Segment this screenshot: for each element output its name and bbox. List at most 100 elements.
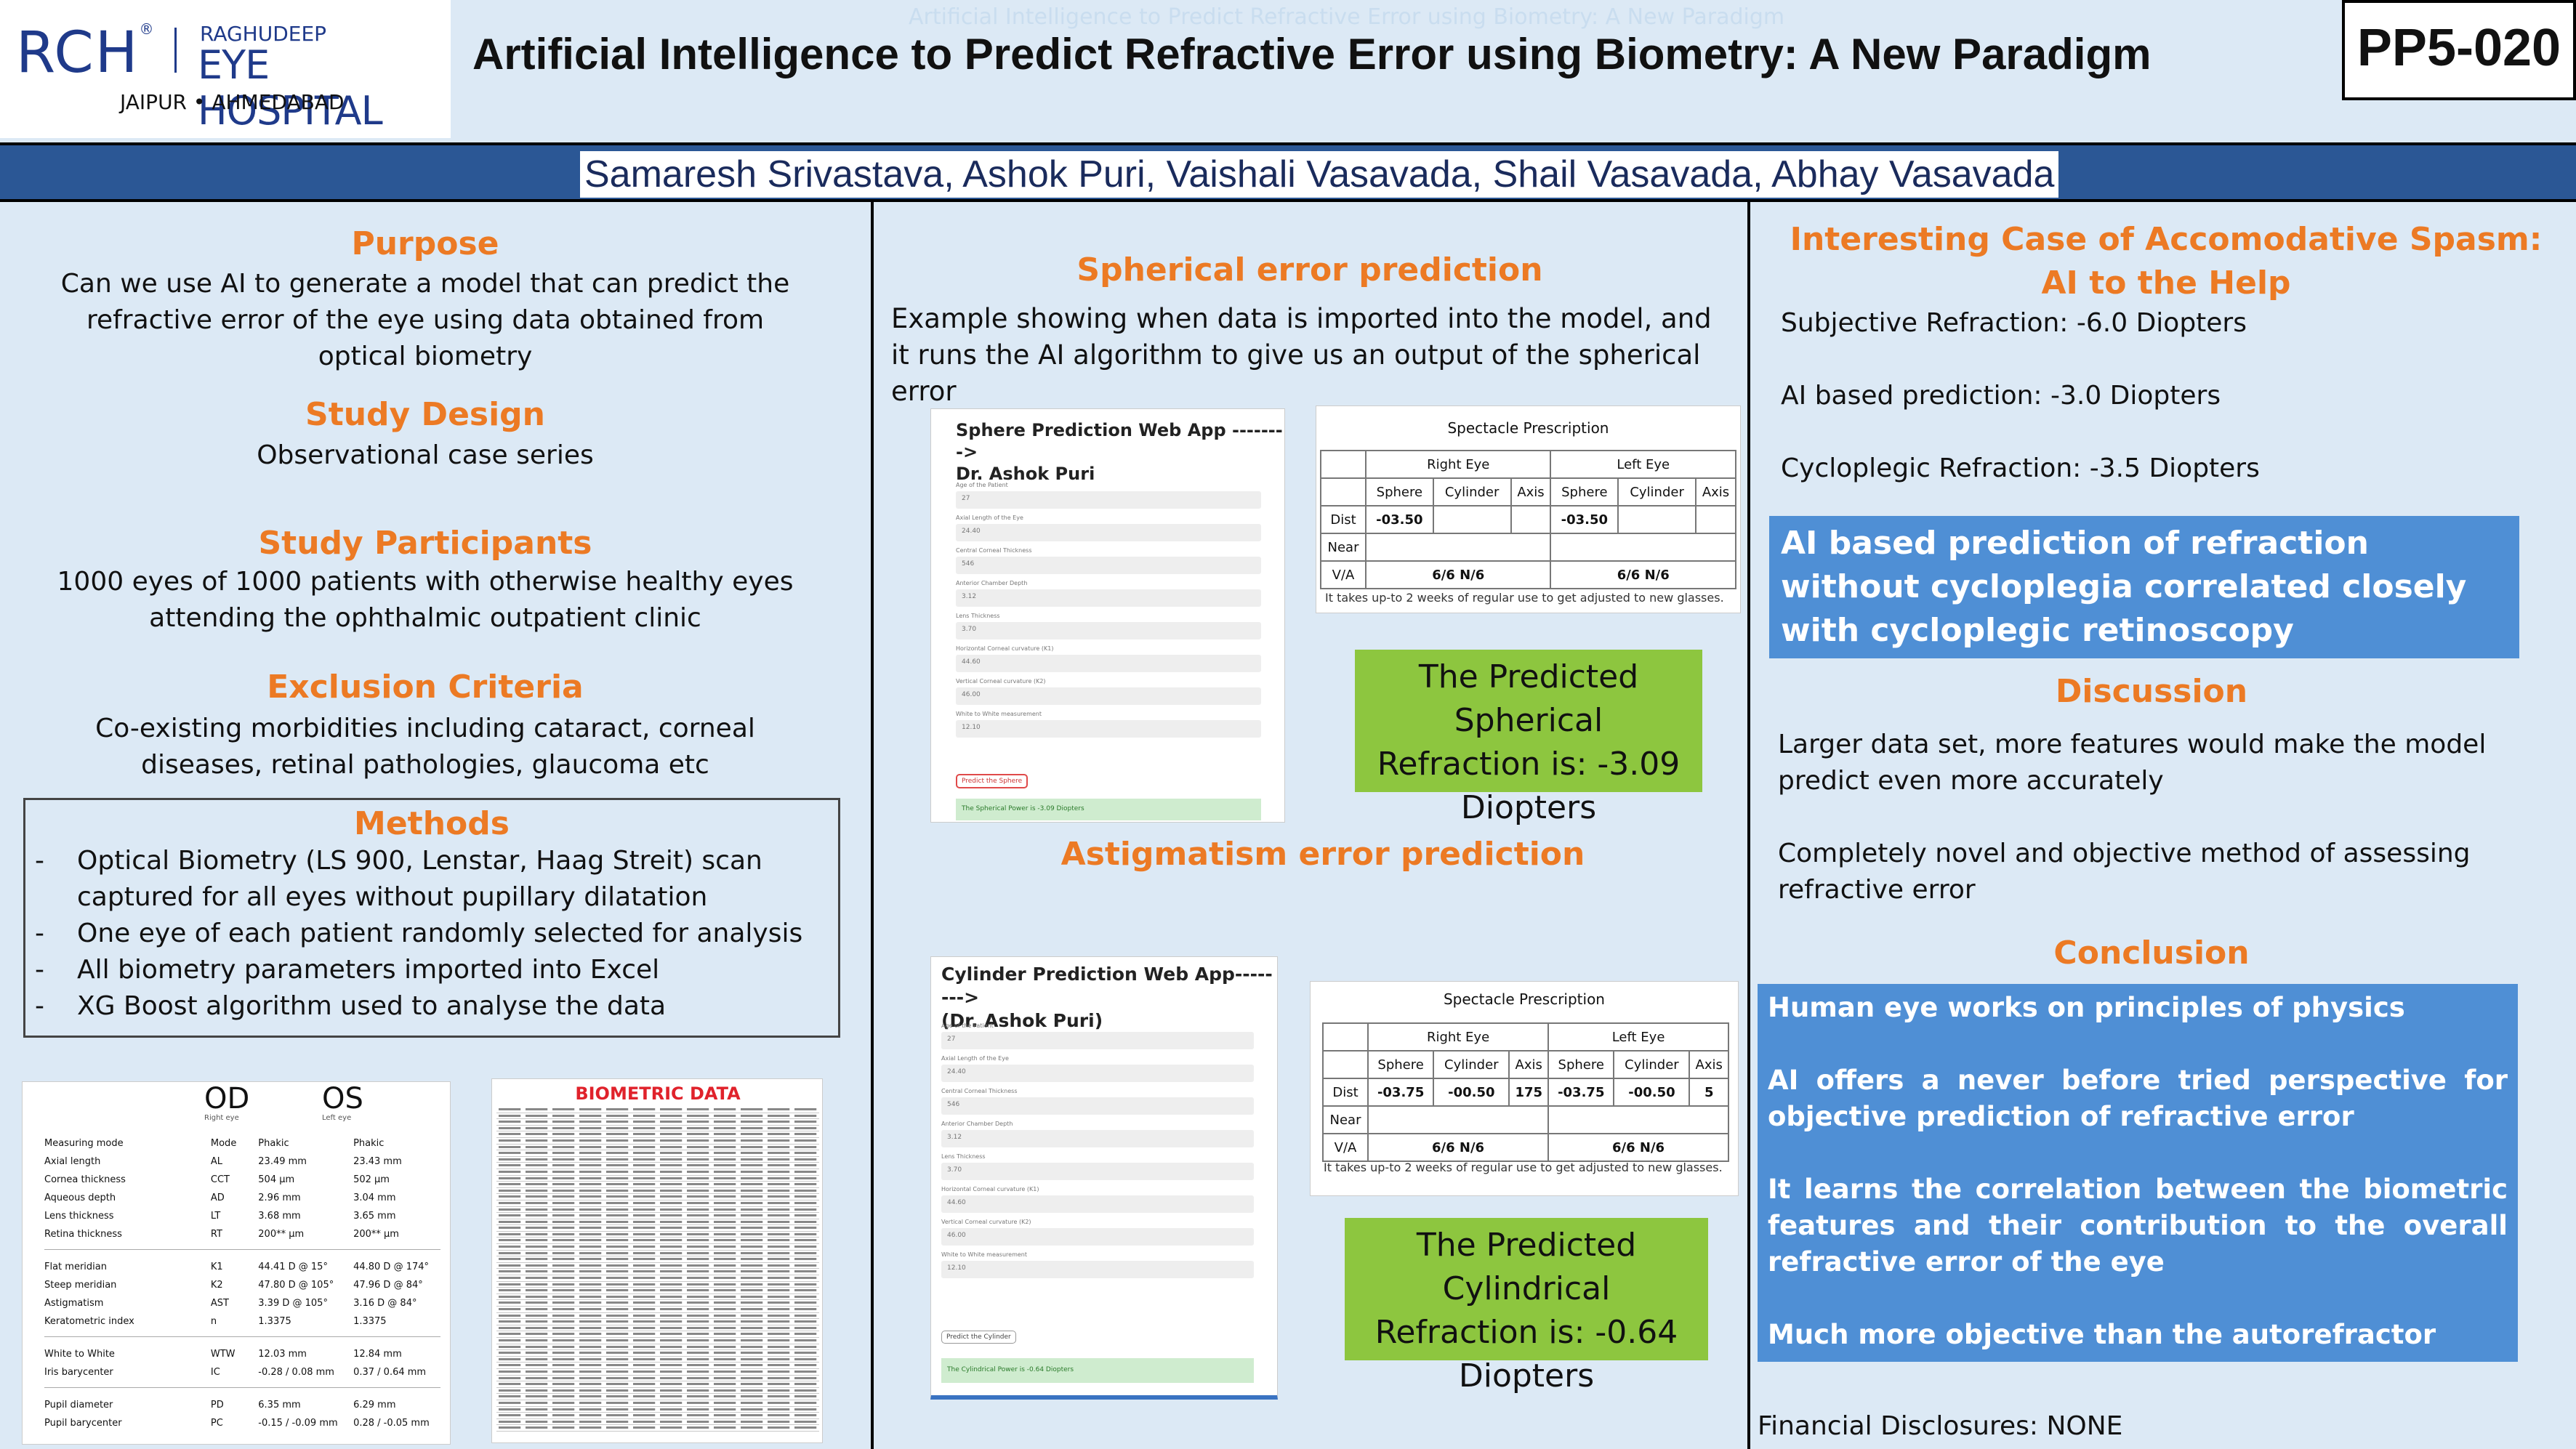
biometry-cell: 0.28 / -0.05 mm: [353, 1418, 430, 1429]
sheet-cell: [687, 1189, 709, 1192]
biometry-cell: 6.29 mm: [353, 1400, 396, 1410]
app-field-input[interactable]: 44.60: [941, 1195, 1254, 1213]
sheet-cell: [660, 1208, 683, 1211]
sheet-cell: [768, 1220, 790, 1223]
predict-cylinder-button[interactable]: Predict the Cylinder: [941, 1331, 1016, 1344]
sheet-cell: [552, 1133, 575, 1136]
app-field-input[interactable]: 24.40: [956, 524, 1261, 541]
sheet-cell: [768, 1189, 790, 1192]
sheet-row: [496, 1275, 819, 1282]
sheet-cell: [552, 1220, 575, 1223]
sheet-row: [496, 1363, 819, 1369]
sheet-cell: [714, 1158, 736, 1161]
sheet-cell: [499, 1220, 521, 1223]
sheet-cell: [714, 1264, 736, 1267]
sheet-cell: [768, 1314, 790, 1317]
sheet-cell: [660, 1246, 683, 1248]
sheet-cell: [606, 1320, 629, 1323]
sheet-cell: [526, 1414, 548, 1417]
biometry-cell: Astigmatism: [44, 1298, 104, 1309]
sheet-cell: [660, 1239, 683, 1242]
app-field-input[interactable]: 12.10: [956, 720, 1261, 738]
sheet-cell: [579, 1326, 602, 1329]
sheet-cell: [687, 1145, 709, 1148]
app-field-input[interactable]: 46.00: [941, 1228, 1254, 1246]
sheet-cell: [552, 1414, 575, 1417]
sheet-cell: [660, 1270, 683, 1273]
sheet-cell: [526, 1270, 548, 1273]
sheet-cell: [579, 1126, 602, 1129]
sheet-row: [496, 1157, 819, 1163]
sheet-cell: [741, 1283, 763, 1285]
sheet-cell: [687, 1126, 709, 1129]
sheet-cell: [687, 1152, 709, 1155]
logo-divider: [174, 28, 177, 73]
rx2-r-cyl: -00.50: [1433, 1078, 1510, 1107]
app-field-input[interactable]: 546: [941, 1097, 1254, 1115]
predict-sphere-button[interactable]: Predict the Sphere: [956, 774, 1029, 788]
sheet-cell: [606, 1426, 629, 1429]
rx2-l-axis: 5: [1689, 1078, 1729, 1107]
app-field-input[interactable]: 3.12: [941, 1130, 1254, 1147]
app-field-input[interactable]: 46.00: [956, 687, 1261, 705]
ai-prediction: AI based prediction: -3.0 Diopters: [1781, 381, 2221, 411]
sheet-cell: [794, 1408, 817, 1410]
sheet-cell: [606, 1414, 629, 1417]
sheet-cell: [499, 1289, 521, 1292]
sheet-row: [496, 1182, 819, 1188]
ghost-title: Artificial Intelligence to Predict Refra…: [909, 4, 1785, 30]
sheet-cell: [633, 1201, 656, 1204]
sheet-cell: [606, 1126, 629, 1129]
sheet-cell: [687, 1301, 709, 1304]
sheet-cell: [526, 1364, 548, 1367]
sheet-cell: [579, 1314, 602, 1317]
sheet-cell: [579, 1320, 602, 1323]
sheet-cell: [794, 1277, 817, 1280]
sheet-cell: [552, 1121, 575, 1123]
rx2-l-sph: -03.75: [1547, 1078, 1615, 1107]
sheet-row: [496, 1238, 819, 1245]
sheet-cell: [714, 1145, 736, 1148]
sheet-cell: [552, 1139, 575, 1142]
sheet-cell: [499, 1139, 521, 1142]
sheet-cell: [579, 1164, 602, 1167]
app-field-input[interactable]: 3.70: [956, 622, 1261, 639]
sheet-row: [496, 1338, 819, 1344]
sheet-cell: [526, 1108, 548, 1110]
sheet-cell: [794, 1152, 817, 1155]
sheet-cell: [499, 1264, 521, 1267]
os-label: OS: [322, 1082, 363, 1115]
app-field-label: Age of the Patient: [941, 1022, 994, 1029]
sheet-row: [496, 1376, 819, 1382]
rx1-r-va: 6/6 N/6: [1364, 560, 1552, 589]
app-field-input[interactable]: 24.40: [941, 1065, 1254, 1082]
sheet-row: [496, 1163, 819, 1169]
sheet-cell: [741, 1158, 763, 1161]
sheet-cell: [552, 1277, 575, 1280]
biometry-cell: 12.03 mm: [258, 1349, 307, 1360]
app-field-input[interactable]: 546: [956, 557, 1261, 574]
od-label: OD: [204, 1082, 250, 1115]
app-field-input[interactable]: 12.10: [941, 1261, 1254, 1278]
sheet-cell: [794, 1251, 817, 1254]
biometry-cell: AL: [210, 1156, 223, 1167]
app-field-input[interactable]: 27: [956, 491, 1261, 509]
app-field-input[interactable]: 27: [941, 1032, 1254, 1049]
sheet-cell: [687, 1201, 709, 1204]
sheet-cell: [768, 1195, 790, 1198]
sheet-cell: [687, 1214, 709, 1217]
sheet-cell: [499, 1326, 521, 1329]
sheet-cell: [552, 1201, 575, 1204]
sheet-cell: [741, 1320, 763, 1323]
sheet-cell: [606, 1383, 629, 1386]
sheet-cell: [526, 1189, 548, 1192]
app-field-input[interactable]: 3.70: [941, 1163, 1254, 1180]
app-field-input[interactable]: 3.12: [956, 589, 1261, 607]
sheet-cell: [687, 1408, 709, 1410]
biometry-cell: -0.28 / 0.08 mm: [258, 1367, 334, 1378]
biometry-cell: Retina thickness: [44, 1229, 122, 1240]
app-field-input[interactable]: 44.60: [956, 655, 1261, 672]
sheet-cell: [660, 1420, 683, 1423]
sheet-cell: [741, 1426, 763, 1429]
